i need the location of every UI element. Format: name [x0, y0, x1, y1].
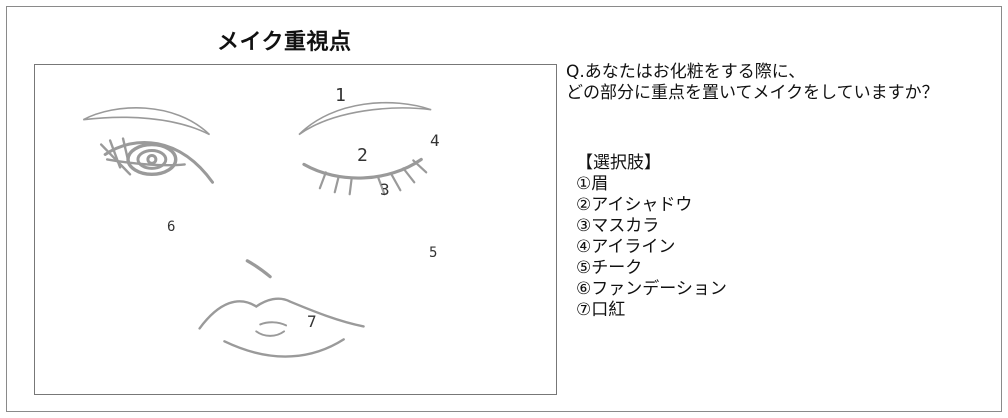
- label-5-cheek: 5: [429, 245, 438, 261]
- right-eye: [302, 157, 428, 196]
- option-item: ⑤チーク: [576, 258, 643, 278]
- options-heading: 【選択肢】: [576, 153, 661, 173]
- option-item: ①眉: [576, 174, 609, 194]
- option-item: ⑥ファンデーション: [576, 279, 727, 299]
- label-6-foundation: 6: [167, 219, 176, 235]
- label-3-mascara: 3: [380, 180, 390, 199]
- option-item: ②アイシャドウ: [576, 195, 693, 215]
- option-item: ③マスカラ: [576, 216, 660, 236]
- face-illustration: 1 2 3 4 5 6 7: [34, 64, 557, 395]
- question-text: Q.あなたはお化粧をする際に、 どの部分に重点を置いてメイクをしていますか？: [566, 62, 996, 104]
- left-eyebrow: [82, 107, 211, 136]
- label-7-lipstick: 7: [307, 312, 317, 331]
- option-item: ⑦口紅: [576, 300, 626, 320]
- label-4-eyeliner: 4: [430, 131, 440, 150]
- label-1-eyebrow: 1: [335, 85, 346, 106]
- option-item: ④アイライン: [576, 237, 676, 257]
- options-list: 【選択肢】 ①眉 ②アイシャドウ ③マスカラ ④アイライン ⑤チーク ⑥ファンデ…: [576, 153, 727, 321]
- right-eyebrow: [298, 101, 432, 136]
- face-drawing: [82, 101, 432, 358]
- question-line-2: どの部分に重点を置いてメイクをしていますか？: [566, 83, 939, 103]
- question-line-1: Q.あなたはお化粧をする際に、: [566, 62, 806, 82]
- nose: [245, 259, 272, 279]
- lips: [198, 297, 365, 358]
- page-title: メイク重視点: [217, 30, 352, 55]
- left-eye: [99, 137, 214, 184]
- label-2-eyeshadow: 2: [357, 145, 368, 166]
